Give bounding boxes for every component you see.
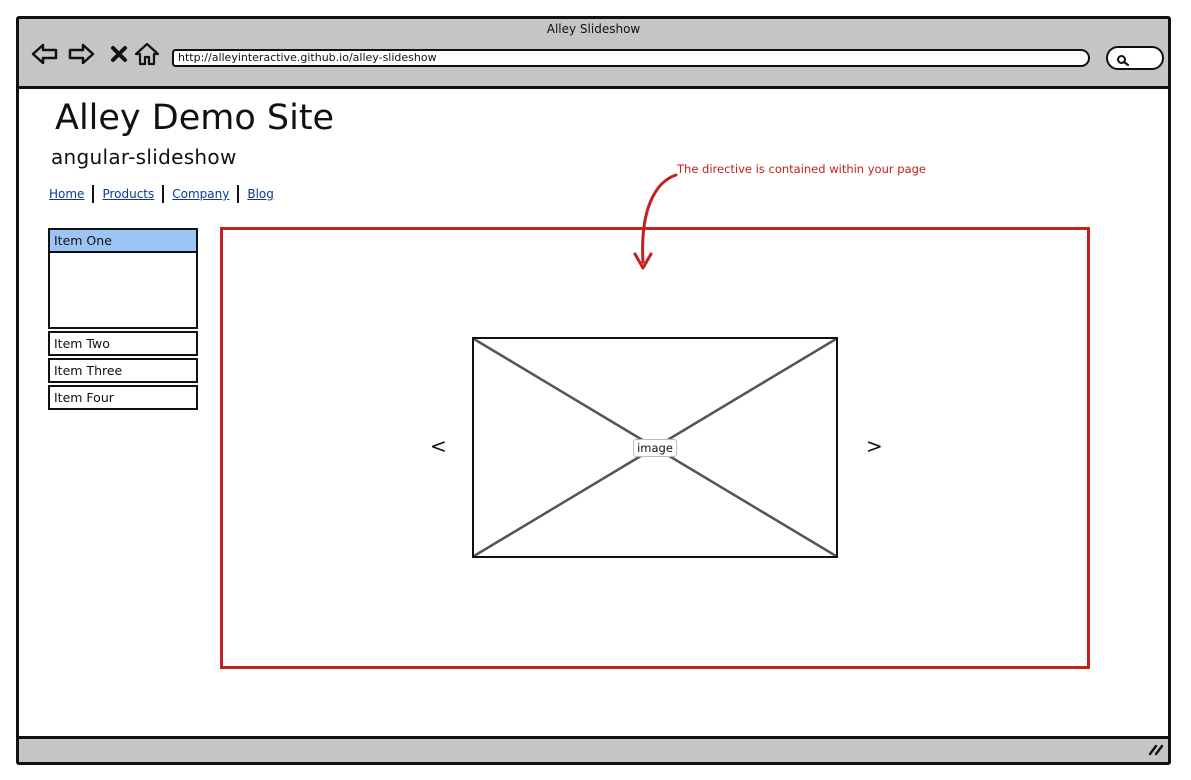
nav-divider bbox=[162, 185, 165, 203]
forward-arrow-icon[interactable] bbox=[67, 41, 95, 67]
sidebar-item-one[interactable]: Item One bbox=[48, 228, 198, 253]
resize-grip-icon[interactable] bbox=[1146, 740, 1164, 760]
search-icon bbox=[1116, 52, 1130, 71]
annotation-note: The directive is contained within your p… bbox=[677, 162, 926, 176]
annotation-arrow-icon bbox=[633, 173, 678, 270]
nav-divider bbox=[92, 185, 95, 203]
slideshow-next-button[interactable]: > bbox=[866, 434, 883, 458]
sidebar-item-three[interactable]: Item Three bbox=[48, 358, 198, 383]
nav-link-products[interactable]: Products bbox=[102, 187, 155, 201]
nav-link-blog[interactable]: Blog bbox=[247, 187, 274, 201]
slideshow-directive-container bbox=[220, 227, 1090, 669]
nav-divider bbox=[237, 185, 240, 203]
sidebar-item-two[interactable]: Item Two bbox=[48, 331, 198, 356]
site-title: Alley Demo Site bbox=[55, 98, 335, 138]
top-nav: Home Products Company Blog bbox=[49, 185, 274, 203]
browser-titlebar: Alley Slideshow http://alleyinteractive.… bbox=[19, 19, 1168, 89]
sidebar-item-four[interactable]: Item Four bbox=[48, 385, 198, 410]
slideshow-prev-button[interactable]: < bbox=[430, 434, 447, 458]
close-icon[interactable] bbox=[105, 41, 133, 67]
home-icon[interactable] bbox=[133, 41, 161, 67]
image-label: image bbox=[633, 438, 677, 457]
site-subtitle: angular-slideshow bbox=[51, 145, 237, 169]
nav-link-company[interactable]: Company bbox=[172, 187, 230, 201]
window-title: Alley Slideshow bbox=[546, 22, 641, 36]
browser-window: Alley Slideshow http://alleyinteractive.… bbox=[16, 16, 1171, 765]
sidebar-accordion: Item One Item Two Item Three Item Four bbox=[48, 228, 198, 412]
search-input[interactable] bbox=[1106, 46, 1164, 70]
slideshow-image-placeholder: image bbox=[472, 337, 838, 558]
browser-statusbar bbox=[19, 736, 1168, 762]
sidebar-item-one-panel bbox=[48, 253, 198, 329]
nav-link-home[interactable]: Home bbox=[49, 187, 85, 201]
back-arrow-icon[interactable] bbox=[31, 41, 59, 67]
url-input[interactable]: http://alleyinteractive.github.io/alley-… bbox=[172, 49, 1090, 67]
